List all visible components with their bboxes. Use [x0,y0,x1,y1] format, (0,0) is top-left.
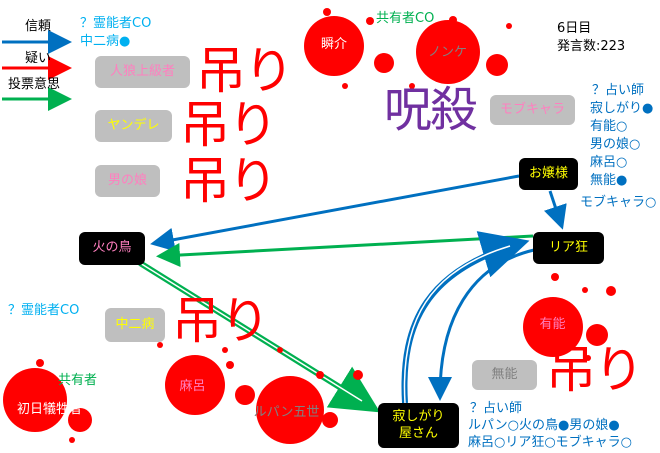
seer-line: 男の娘○ [590,137,641,152]
seer-line: 麻呂○リア狂○モブキャラ○ [468,435,633,450]
player-shonichi[interactable]: 初日犠牲者 [16,402,82,418]
player-nonke[interactable]: ノンケ [427,44,467,60]
medium-result-top: 中二病● [80,34,131,49]
player-jinrou[interactable]: 人狼上級者 [95,56,190,88]
day-counter: 6日目 [557,21,592,36]
medium-claim-top: ？霊能者CO [80,16,152,31]
trust-ojousama-hinotori [150,174,520,252]
double-line-gap [139,262,363,402]
player-shunsuke[interactable]: 瞬介 [320,36,347,52]
seer-line: ルパン○火の鳥●男の娘● [468,418,620,433]
hanged-mark: 吊り [546,341,644,399]
share-claim-top: 共有者CO [376,11,435,26]
player-yuunou[interactable]: 有能 [539,316,566,332]
player-mob[interactable]: モブキャラ [490,95,575,125]
seer-line: ？占い師 [470,401,523,416]
player-name-line: 屋さん [398,425,438,441]
legend-trust-label: 信頼 [25,19,52,34]
trust-ojousama-riakyou [543,190,567,230]
cursed-kill-mark: 呪殺 [384,82,478,138]
double-line-gap [403,245,511,404]
player-chuuni[interactable]: 中二病 [105,308,165,342]
medium-claim-left: ？霊能者CO [8,303,80,318]
hanged-mark: 吊り [172,292,270,350]
post-counter: 発言数:223 [557,39,626,54]
hanged-mark: 吊り [180,152,278,210]
seer-line: 麻呂○ [590,155,628,170]
player-otokonoko[interactable]: 男の娘 [95,165,160,197]
player-sabishigari[interactable]: 寂しがり 屋さん [378,403,459,448]
seer-line: モブキャラ○ [580,195,657,210]
player-lupin[interactable]: ルパン五世 [253,405,320,421]
hanged-mark: 吊り [180,96,278,154]
seer-line: 寂しがり● [590,101,654,116]
player-maro[interactable]: 麻呂 [179,379,206,395]
player-ojousama[interactable]: お嬢様 [519,158,578,190]
player-name-line: 寂しがり [392,409,445,425]
legend-vote-label: 投票意思 [8,77,61,92]
player-riakyou[interactable]: リア狂 [533,232,604,264]
player-munou[interactable]: 無能 [472,360,537,390]
legend-doubt-label: 疑い [25,51,52,66]
seer-line: 有能○ [590,119,628,134]
seer-line: 無能● [590,173,628,188]
player-hinotori[interactable]: 火の鳥 [79,232,145,265]
hanged-mark: 吊り [196,42,294,100]
seer-line: ？占い師 [592,83,645,98]
share-claim-left: 共有者 [58,373,98,388]
vote-riakyou-hinotori [156,234,534,268]
trust-riakyou-sabishigari [428,248,535,401]
player-yandere[interactable]: ヤンデレ [95,110,172,142]
